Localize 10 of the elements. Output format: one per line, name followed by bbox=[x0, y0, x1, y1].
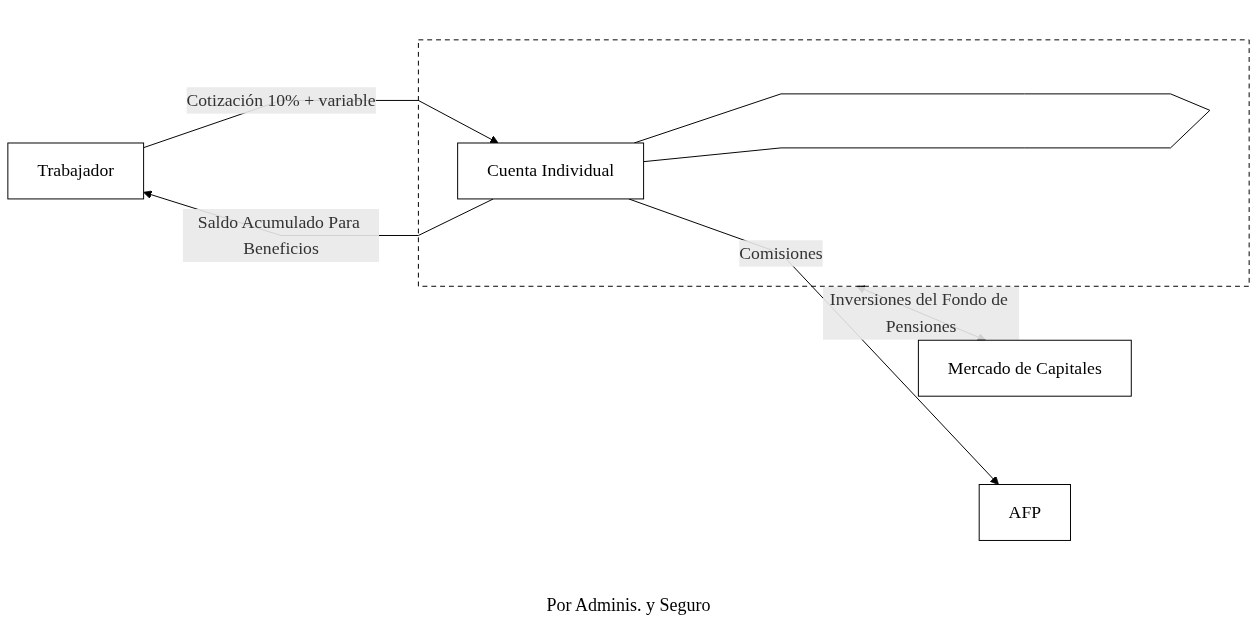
node-box: Mercado de Capitales bbox=[917, 339, 1132, 397]
node-box: AFP bbox=[978, 483, 1071, 541]
note-text: Por Adminis. y Seguro bbox=[546, 595, 711, 615]
edge-label: Saldo Acumulado Para Beneficios bbox=[197, 211, 360, 258]
node-box: Trabajador bbox=[7, 142, 145, 200]
cluster bbox=[417, 39, 1250, 287]
edge-label: Inversiones del Fondo de Pensiones bbox=[829, 289, 1008, 336]
edge-label: Comisiones bbox=[739, 242, 823, 263]
node-box: Cuenta Individual bbox=[457, 142, 645, 200]
edge-label: Cotización 10% + variable bbox=[186, 89, 376, 110]
